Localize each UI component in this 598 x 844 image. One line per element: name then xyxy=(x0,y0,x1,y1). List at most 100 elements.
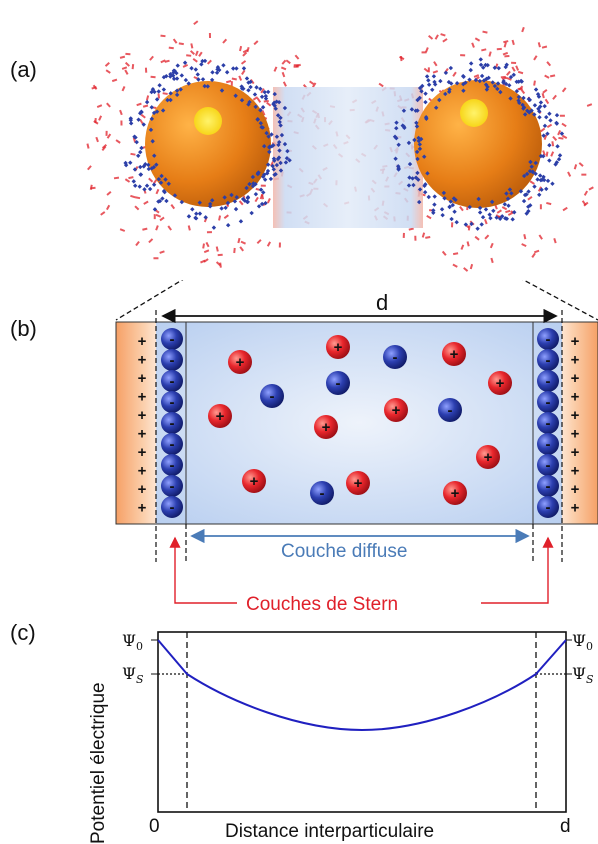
anion-dot xyxy=(463,222,469,227)
cation-dot xyxy=(426,214,432,220)
anion-dot xyxy=(146,162,151,168)
anion-dot xyxy=(431,74,437,79)
anion-dot xyxy=(154,97,160,102)
cation-dot xyxy=(252,96,259,101)
anion-dot xyxy=(171,70,176,75)
cation-dot xyxy=(206,231,212,234)
anion-dot xyxy=(271,143,276,148)
anion-dot xyxy=(396,167,401,172)
cation-dot xyxy=(242,49,249,54)
cation-dot xyxy=(142,104,149,108)
anion-dot xyxy=(203,215,208,220)
anion-dot xyxy=(407,161,413,167)
anion-dot xyxy=(432,202,437,207)
cation-dot xyxy=(263,100,269,103)
anion-dot xyxy=(261,190,266,195)
svg-text:-: - xyxy=(336,375,341,392)
svg-text:-: - xyxy=(170,331,175,348)
cation-dot xyxy=(583,190,589,196)
cation-dot xyxy=(135,240,140,247)
cation-dot xyxy=(517,87,523,90)
surface-charge-plus: + xyxy=(571,481,580,498)
psi0-label-right: Ψ0 xyxy=(572,631,593,653)
anion-dot xyxy=(422,190,428,195)
psis-label-left: ΨS xyxy=(122,664,144,686)
cation-dot xyxy=(100,211,106,216)
anion-dot xyxy=(545,131,550,136)
cation-dot xyxy=(256,239,262,245)
cation-dot xyxy=(293,65,299,68)
anion-dot xyxy=(137,184,142,189)
cation-dot xyxy=(550,151,555,157)
cation-dot xyxy=(521,243,527,248)
anion-dot xyxy=(205,84,210,89)
cation-dot xyxy=(119,228,126,232)
anion-dot xyxy=(143,162,148,167)
cation-dot xyxy=(561,87,567,93)
anion-dot xyxy=(233,206,239,212)
surface-charge-plus: + xyxy=(138,333,147,350)
anion-dot xyxy=(239,84,244,89)
svg-text:-: - xyxy=(546,457,551,474)
anion-dot xyxy=(151,164,157,170)
anion-dot xyxy=(142,187,147,192)
anion-dot xyxy=(476,196,481,202)
anion-dot xyxy=(450,202,455,208)
cation-dot xyxy=(253,40,259,46)
anion-dot xyxy=(150,139,155,144)
anion-dot xyxy=(442,196,447,201)
anion-dot xyxy=(477,210,483,215)
anion-dot xyxy=(426,194,431,200)
anion-dot xyxy=(559,131,565,136)
anion-dot xyxy=(526,208,531,214)
cation-dot xyxy=(215,246,219,252)
anion: - xyxy=(161,454,183,476)
anion-dot xyxy=(268,176,274,182)
cation-dot xyxy=(266,198,271,204)
surface-charge-plus: + xyxy=(138,444,147,461)
x-end-label: d xyxy=(560,816,571,837)
anion-dot xyxy=(490,80,495,85)
anion-dot xyxy=(144,183,150,188)
diffuse-label: Couche diffuse xyxy=(281,541,407,562)
anion-dot xyxy=(168,91,173,96)
panel-label-c: (c) xyxy=(10,620,36,645)
anion-dot xyxy=(152,89,157,95)
anion-dot xyxy=(152,207,158,212)
anion-dot xyxy=(431,210,436,215)
anion-dot xyxy=(156,89,161,94)
anion-dot xyxy=(265,162,271,167)
anion-dot xyxy=(272,91,277,97)
anion-dot xyxy=(538,104,543,109)
cation-dot xyxy=(474,37,481,42)
anion-dot xyxy=(253,104,258,109)
anion-dot xyxy=(265,89,271,95)
anion-dot xyxy=(196,77,201,82)
cation-dot xyxy=(223,214,229,219)
cation-dot xyxy=(489,242,494,249)
cation-dot xyxy=(311,82,317,88)
cation-dot xyxy=(162,92,168,96)
anion: - xyxy=(161,391,183,413)
cation-dot xyxy=(239,246,244,252)
anion-dot xyxy=(452,209,457,214)
anion-dot xyxy=(535,92,541,97)
cation-dot xyxy=(124,178,131,183)
cation-dot xyxy=(452,252,459,256)
cation: + xyxy=(443,481,467,505)
anion-dot xyxy=(518,189,524,194)
anion-dot xyxy=(186,81,191,86)
anion-dot xyxy=(146,166,151,172)
anion-dot xyxy=(158,180,164,185)
cation-dot xyxy=(192,58,198,63)
potential-curve xyxy=(157,639,567,732)
anion-dot xyxy=(274,134,280,139)
anion-dot xyxy=(256,204,262,209)
cation-dot xyxy=(218,215,222,221)
cation-dot xyxy=(119,55,126,59)
anion-dot xyxy=(541,177,547,183)
cation-dot xyxy=(215,261,221,267)
anion-dot xyxy=(168,97,173,103)
cation-dot xyxy=(544,98,550,105)
anion-dot xyxy=(538,153,544,159)
